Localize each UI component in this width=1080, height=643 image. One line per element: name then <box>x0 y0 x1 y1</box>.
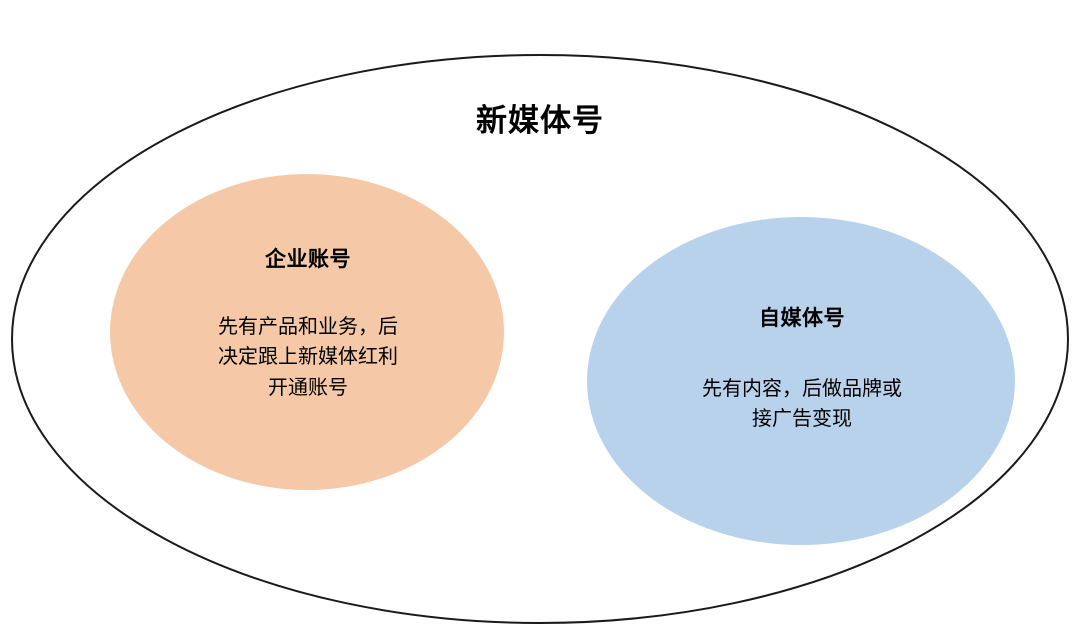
subset-ellipse-enterprise-account <box>110 174 504 490</box>
subset-ellipse-self-media-account <box>587 217 1015 545</box>
